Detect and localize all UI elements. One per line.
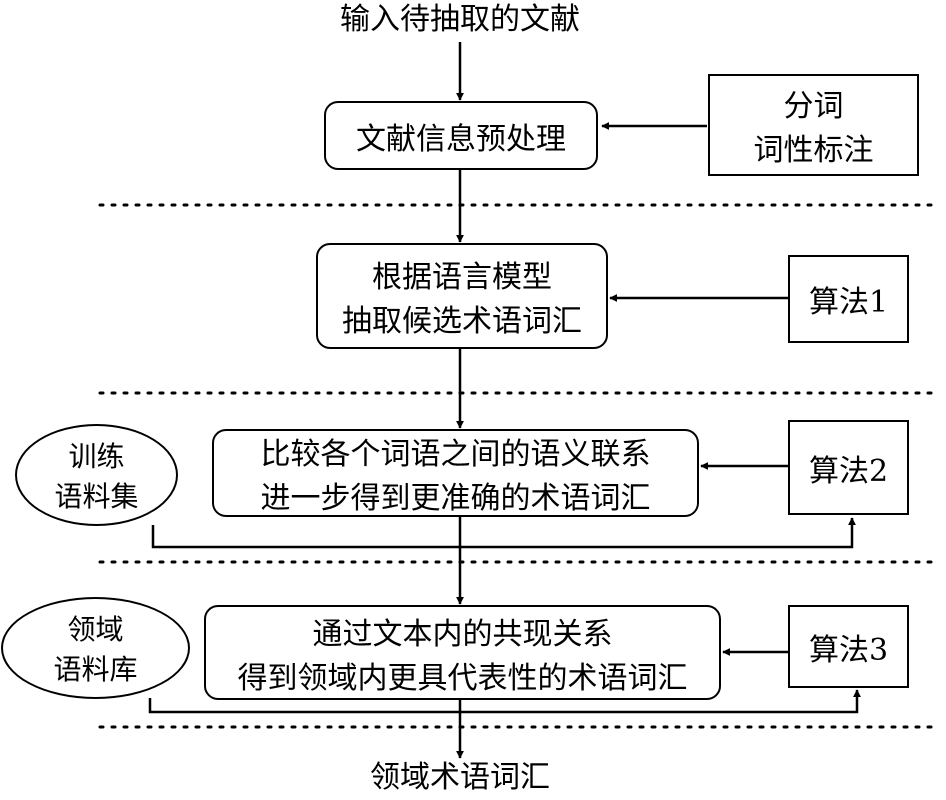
side-algorithm-3-label: 算法3 [808, 632, 889, 668]
resource-domain-line-1: 领域 [67, 613, 124, 646]
arrow-corpus-to-algo2 [151, 517, 856, 549]
side-segmentation-pos: 分词 词性标注 [708, 74, 919, 176]
resource-domain-line-2: 语料库 [53, 653, 138, 686]
resource-training-corpus: 训练 语料集 [15, 424, 178, 526]
side-algorithm-2: 算法2 [788, 420, 909, 515]
side-segmentation-line-1: 分词 [783, 89, 844, 124]
step-semantic-compare: 比较各个词语之间的语义联系 进一步得到更准确的术语词汇 [212, 429, 699, 517]
step-cooccurrence-line-1: 通过文本内的共现关系 [312, 616, 613, 652]
resource-training-line-1: 训练 [68, 440, 125, 473]
step-extract-line-1: 根据语言模型 [372, 260, 552, 295]
output-label: 领域术语词汇 [370, 760, 550, 795]
side-algorithm-3: 算法3 [788, 605, 909, 688]
step-extract-candidates: 根据语言模型 抽取候选术语词汇 [316, 243, 608, 349]
input-label: 输入待抽取的文献 [340, 2, 580, 37]
arrow-library-to-algo3 [148, 689, 861, 714]
side-algorithm-2-label: 算法2 [808, 453, 889, 489]
side-algorithm-1: 算法1 [788, 255, 909, 343]
step-semantic-line-1: 比较各个词语之间的语义联系 [260, 437, 651, 472]
step-extract-line-2: 抽取候选术语词汇 [342, 304, 582, 339]
step-semantic-line-2: 进一步得到更准确的术语词汇 [260, 481, 651, 516]
resource-training-line-2: 语料集 [54, 480, 139, 513]
step-cooccurrence: 通过文本内的共现关系 得到领域内更具代表性的术语词汇 [204, 605, 721, 700]
side-algorithm-1-label: 算法1 [808, 285, 889, 320]
step-preprocess-line-1: 文献信息预处理 [356, 121, 566, 157]
side-segmentation-line-2: 词性标注 [753, 133, 874, 168]
step-cooccurrence-line-2: 得到领域内更具代表性的术语词汇 [237, 660, 688, 696]
step-preprocess: 文献信息预处理 [324, 101, 598, 170]
resource-domain-corpus: 领域 语料库 [1, 597, 190, 699]
